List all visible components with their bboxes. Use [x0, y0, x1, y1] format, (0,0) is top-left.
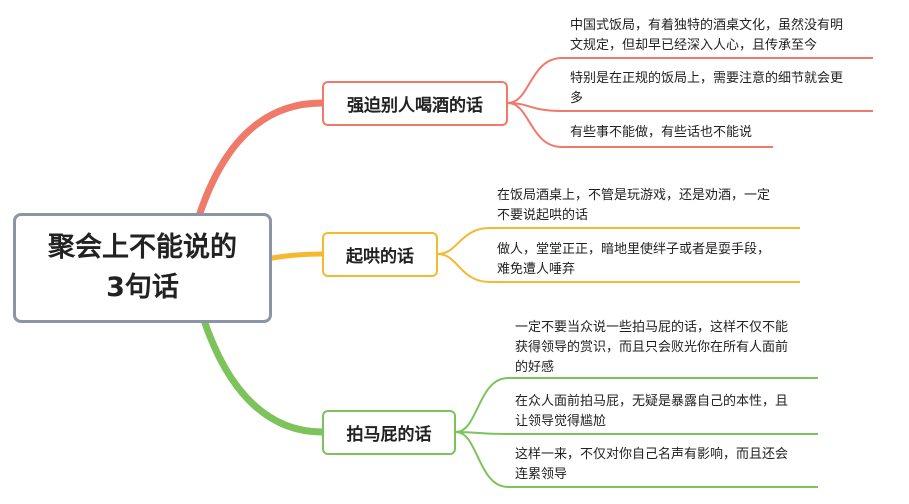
leaf-3-3-line-2: 连累领导 [515, 467, 568, 482]
leaf-3-3-line-1: 这样一来，不仅对你自己名声有影响，而且还会 [515, 447, 789, 462]
leaf-3-1-line-3: 的好感 [515, 360, 555, 375]
leaf-1-1-line-2: 文规定，但却早已经深入人心，且传承至今 [570, 38, 818, 53]
leaf-3-1-line-1: 一定不要当众说一些拍马屁的话，这样不仅不能 [515, 320, 789, 335]
leaf-1-1[interactable]: 中国式饭局，有着独特的酒桌文化，虽然没有明 文规定，但却早已经深入人心，且传承至… [570, 16, 843, 56]
leaf-3-1-line-2: 获得领导的赏识，而且只会败光你在所有人面前 [515, 340, 789, 355]
branch-topic-1[interactable]: 强迫别人喝酒的话 [322, 81, 508, 126]
connector-branch-3-leaf-3 [455, 431, 818, 488]
root-topic-line-2: 3句话 [106, 272, 179, 303]
leaf-3-2[interactable]: 在众人面前拍马屁，无疑是暴露自己的本性，且 让领导觉得尴尬 [515, 392, 788, 432]
leaf-3-2-line-2: 让领导觉得尴尬 [515, 414, 607, 429]
root-topic[interactable]: 聚会上不能说的 3句话 [13, 213, 272, 323]
leaf-1-3-line-1: 有些事不能做，有些话也不能说 [570, 125, 753, 140]
leaf-1-2[interactable]: 特别是在正规的饭局上，需要注意的细节就会更 多 [570, 69, 843, 109]
leaf-1-2-line-2: 多 [570, 91, 584, 106]
leaf-3-3[interactable]: 这样一来，不仅对你自己名声有影响，而且还会 连累领导 [515, 445, 788, 485]
leaf-2-2[interactable]: 做人，堂堂正正，暗地里使绊子或者是耍手段， 难免遭人唾弃 [497, 240, 770, 280]
leaf-3-2-line-1: 在众人面前拍马屁，无疑是暴露自己的本性，且 [515, 394, 789, 409]
leaf-1-3[interactable]: 有些事不能做，有些话也不能说 [570, 123, 752, 143]
connector-root-branch-3 [201, 319, 326, 436]
connector-branch-3-leaf-2 [455, 431, 818, 435]
connector-branch-2-leaf-2 [437, 253, 800, 283]
leaf-2-2-line-2: 难免遭人唾弃 [497, 262, 576, 277]
connector-branch-3-leaf-1 [455, 377, 818, 433]
leaf-2-1-line-2: 不要说起哄的话 [497, 208, 589, 223]
connector-branch-1-leaf-1 [507, 57, 873, 104]
leaf-3-1[interactable]: 一定不要当众说一些拍马屁的话，这样不仅不能 获得领导的赏识，而且只会败光你在所有… [515, 318, 788, 378]
leaf-1-2-line-1: 特别是在正规的饭局上，需要注意的细节就会更 [570, 71, 844, 86]
connector-root-branch-1 [196, 99, 326, 217]
root-topic-line-1: 聚会上不能说的 [48, 232, 237, 263]
leaf-2-1-line-1: 在饭局酒桌上，不管是玩游戏，还是劝酒，一定 [497, 188, 771, 203]
branch-topic-3[interactable]: 拍马屁的话 [322, 410, 456, 455]
branch-topic-2[interactable]: 起哄的话 [322, 232, 438, 277]
leaf-2-1[interactable]: 在饭局酒桌上，不管是玩游戏，还是劝酒，一定 不要说起哄的话 [497, 186, 770, 226]
connector-branch-1-leaf-3 [507, 102, 773, 148]
leaf-2-2-line-1: 做人，堂堂正正，暗地里使绊子或者是耍手段， [497, 242, 771, 257]
connector-root-branch-2 [269, 251, 325, 261]
connector-branch-2-leaf-1 [437, 227, 800, 255]
leaf-1-1-line-1: 中国式饭局，有着独特的酒桌文化，虽然没有明 [570, 18, 844, 33]
